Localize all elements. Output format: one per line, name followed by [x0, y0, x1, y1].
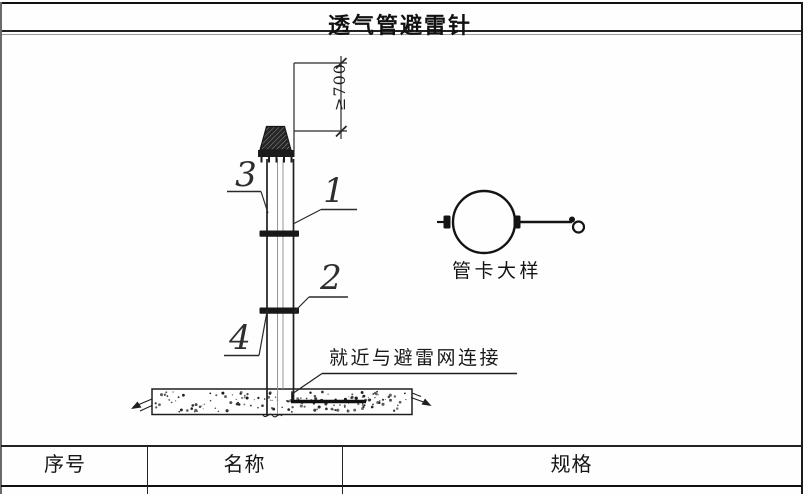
- page-title: 透气管避雷针: [327, 13, 472, 38]
- part-label-1: 1: [323, 171, 345, 211]
- pipe-clamp-lower: [259, 307, 299, 314]
- frame-border-right: [800, 2, 803, 494]
- table-divider-1: [146, 445, 149, 494]
- clamp-bolt-left: [443, 215, 451, 229]
- title-separator-light: [2, 33, 803, 35]
- table-header-bottom-border: [1, 484, 802, 488]
- clamp-bolt-right: [513, 215, 521, 229]
- frame-border-top: [2, 2, 803, 5]
- pipe-clamp-detail: [437, 189, 586, 255]
- title-separator-dark: [2, 30, 803, 32]
- part-label-4: 4: [229, 318, 251, 358]
- pipe-break-wave: [262, 413, 283, 418]
- vent-pipe: [262, 159, 295, 418]
- table-header-spec: 规格: [550, 454, 593, 476]
- detail-caption: 管卡大样: [452, 261, 543, 282]
- dimension-text: ≥700: [330, 63, 349, 111]
- part-label-3: 3: [235, 155, 257, 195]
- part-leaders: [224, 190, 357, 357]
- dimension-lines: [293, 56, 348, 152]
- frame-border-left: [0, 2, 2, 494]
- table-divider-2: [341, 445, 344, 494]
- roof-slab: [131, 388, 432, 416]
- table-header-index: 序号: [44, 454, 86, 476]
- part-label-2: 2: [320, 258, 342, 298]
- pipe-clamp-upper: [259, 230, 299, 237]
- clamp-hook-eye: [571, 220, 586, 234]
- pipe-cap: [258, 125, 295, 163]
- table-top-border: [1, 445, 802, 447]
- connection-note: 就近与避雷网连接: [329, 348, 502, 369]
- table-header-name: 名称: [223, 454, 266, 476]
- note-leader: [291, 372, 517, 395]
